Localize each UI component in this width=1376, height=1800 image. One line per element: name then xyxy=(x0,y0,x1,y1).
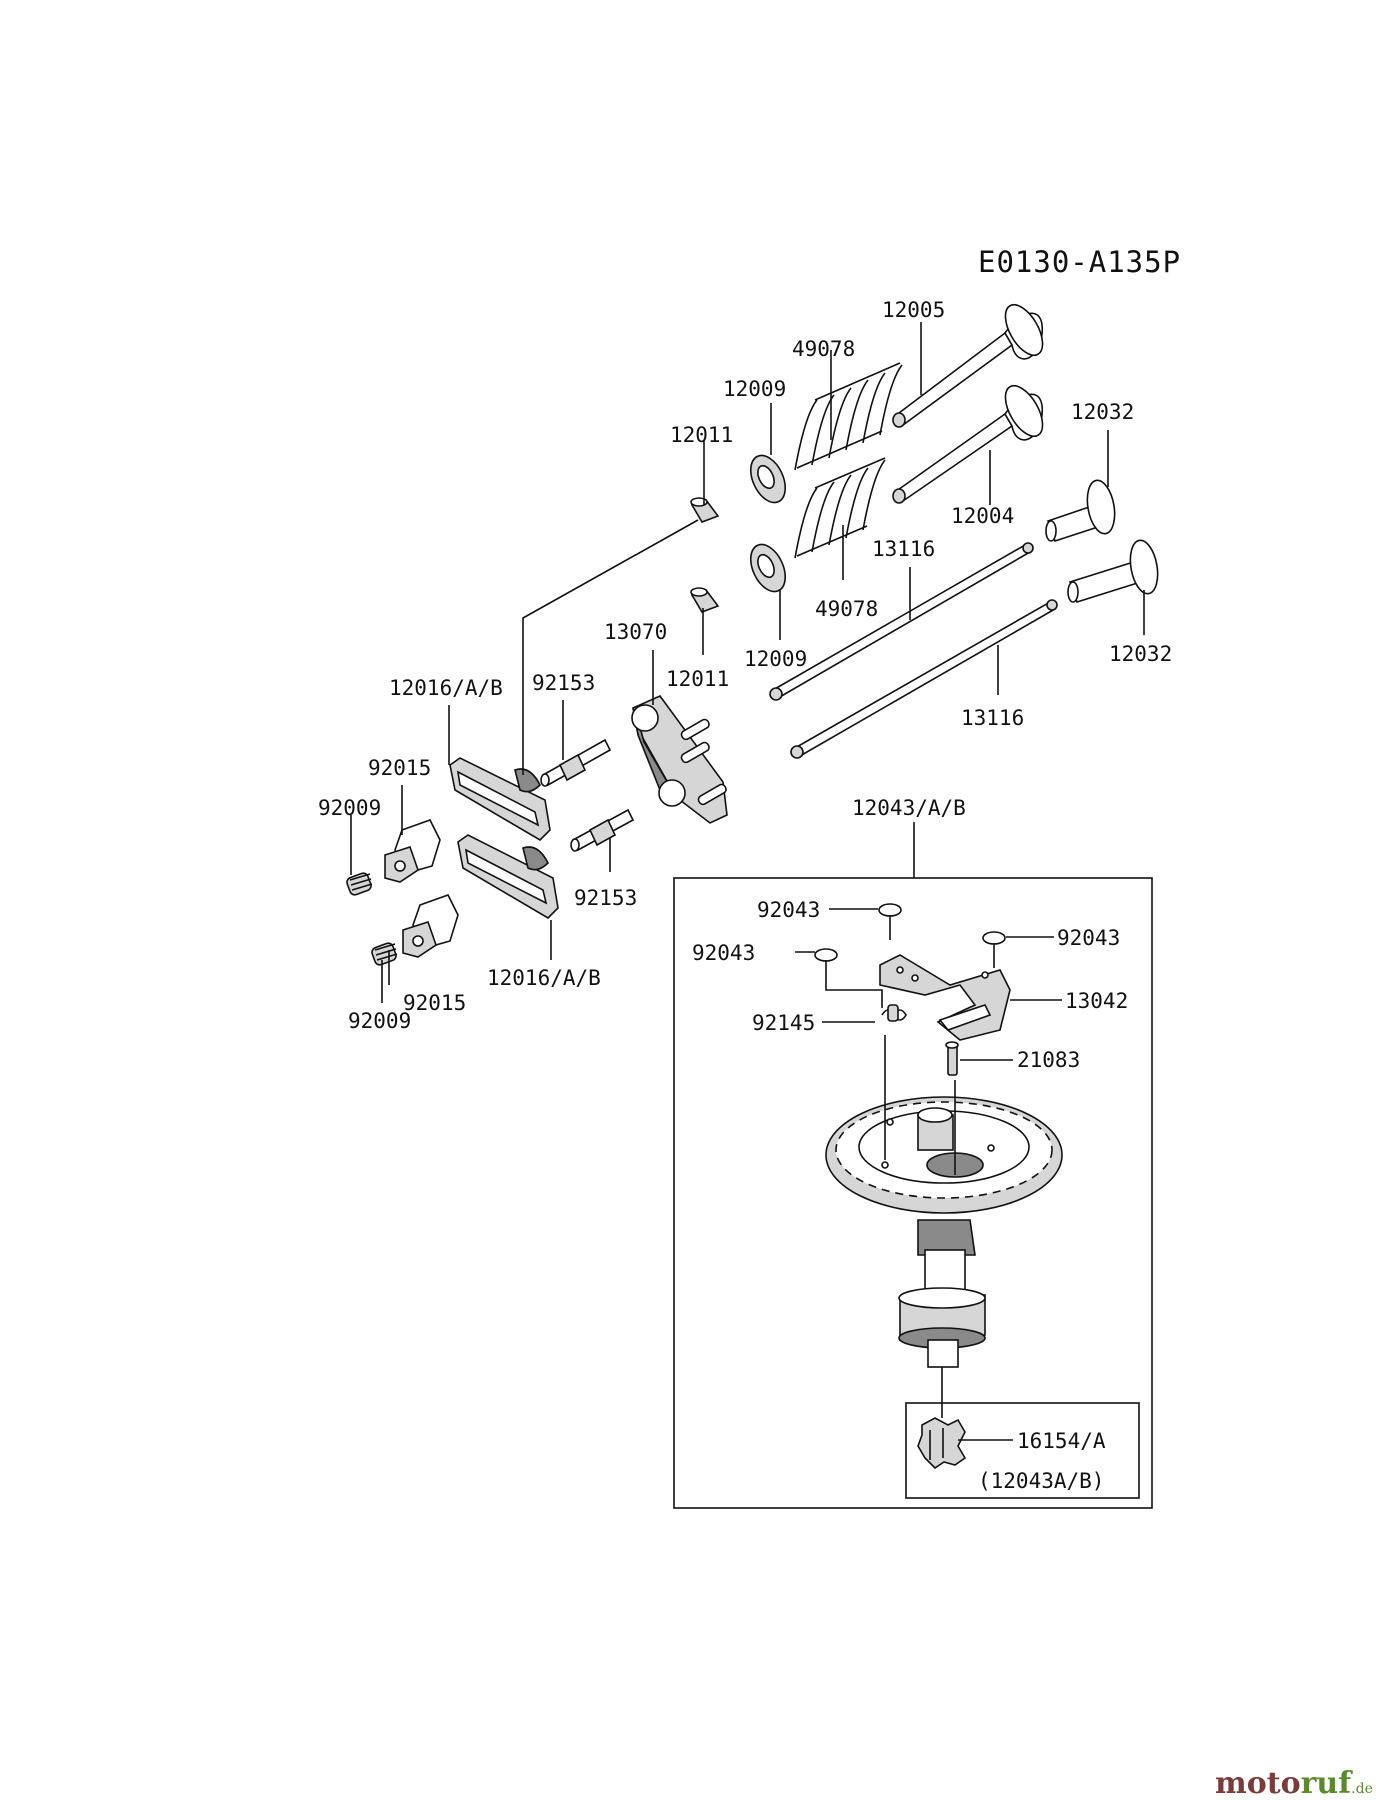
label-12043: 12043/A/B xyxy=(852,796,966,820)
label-92043-c: 92043 xyxy=(692,941,755,965)
rivet-92043-left xyxy=(814,948,838,985)
label-13042: 13042 xyxy=(1065,989,1128,1013)
label-92043-b: 92043 xyxy=(1057,926,1120,950)
pivot-bolt-92153-upper xyxy=(540,738,612,787)
pump-rotor-16154 xyxy=(917,1417,967,1470)
spring-retainer-12009-upper xyxy=(749,454,787,504)
weight-13042 xyxy=(879,954,1011,1041)
label-92153-low: 92153 xyxy=(574,886,637,910)
watermark-logo: motoruf.de xyxy=(1215,1766,1373,1800)
diagram-code: E0130-A135P xyxy=(978,245,1181,279)
label-12011-top: 12011 xyxy=(670,423,733,447)
pin-21083 xyxy=(945,1041,959,1076)
label-12016-low: 12016/A/B xyxy=(487,966,601,990)
tappet-12032-upper xyxy=(1045,479,1116,543)
label-12005: 12005 xyxy=(882,298,945,322)
label-12009-top: 12009 xyxy=(723,377,786,401)
rivet-92043-top xyxy=(878,903,902,940)
label-92015-top: 92015 xyxy=(368,756,431,780)
label-92043-a: 92043 xyxy=(757,898,820,922)
valve-keeper-12011-upper xyxy=(690,497,720,523)
intake-valve-12004 xyxy=(892,384,1044,504)
svg-text:motoruf.de: motoruf.de xyxy=(1215,1766,1373,1800)
camshaft-assembly-box xyxy=(673,877,1153,1509)
push-rod-13116-upper xyxy=(769,542,1034,701)
label-12011-low: 12011 xyxy=(666,667,729,691)
rocker-arm-12016-upper xyxy=(449,757,551,842)
leader-lines xyxy=(350,322,1145,1441)
label-49078-top: 49078 xyxy=(792,337,855,361)
label-12032-low: 12032 xyxy=(1109,642,1172,666)
label-92153-top: 92153 xyxy=(532,671,595,695)
label-49078-low: 49078 xyxy=(815,597,878,621)
spring-92145 xyxy=(881,1004,907,1022)
set-screw-92009-lower xyxy=(371,942,398,966)
label-92009-low: 92009 xyxy=(348,1009,411,1033)
rocker-arm-12016-lower xyxy=(457,834,559,920)
label-21083: 21083 xyxy=(1017,1048,1080,1072)
label-92145: 92145 xyxy=(752,1011,815,1035)
label-12032-top: 12032 xyxy=(1071,400,1134,424)
exhaust-valve-12005 xyxy=(892,303,1044,428)
valve-spring-49078-upper xyxy=(794,362,903,471)
label-16154: 16154/A xyxy=(1017,1429,1106,1453)
spring-retainer-12009-lower xyxy=(749,543,787,593)
label-13116-low: 13116 xyxy=(961,706,1024,730)
adjust-nut-92015-lower xyxy=(402,894,459,958)
label-12004: 12004 xyxy=(951,504,1014,528)
set-screw-92009-upper xyxy=(346,872,373,896)
pump-rotor-sub-box xyxy=(905,1402,1140,1499)
label-13116-top: 13116 xyxy=(872,537,935,561)
label-13070: 13070 xyxy=(604,620,667,644)
pivot-bolt-92153-lower xyxy=(570,808,635,852)
label-92015-low: 92015 xyxy=(403,991,466,1015)
label-12043ab-note: (12043A/B) xyxy=(978,1469,1104,1493)
label-12016-top: 12016/A/B xyxy=(389,676,503,700)
tappet-12032-lower xyxy=(1067,539,1159,603)
valve-keeper-12011-lower xyxy=(690,587,720,613)
valve-spring-49078-lower xyxy=(794,457,886,559)
guide-plate-13070 xyxy=(631,695,728,824)
camshaft xyxy=(898,1219,986,1368)
adjust-nut-92015-upper xyxy=(384,819,441,883)
push-rod-13116-lower xyxy=(790,599,1058,759)
label-92009-top: 92009 xyxy=(318,796,381,820)
cam-gear xyxy=(825,1096,1063,1214)
rivet-92043-right xyxy=(982,931,1006,968)
label-12009-low: 12009 xyxy=(744,647,807,671)
